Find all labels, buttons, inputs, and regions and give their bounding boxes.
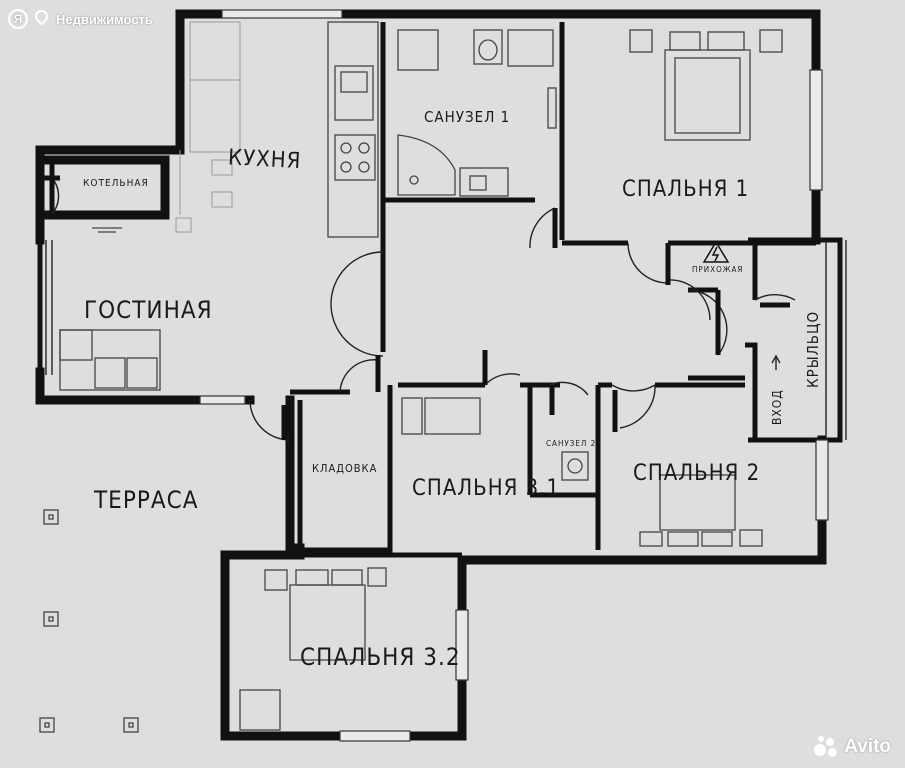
label-bathroom1: САНУЗЕЛ 1 — [424, 108, 510, 126]
label-bedroom1: СПАЛЬНЯ 1 — [622, 177, 749, 202]
label-kitchen: КУХНЯ — [227, 145, 302, 174]
avito-logo-icon — [814, 736, 840, 758]
avito-watermark: Avito — [814, 736, 891, 758]
bedroom1-window — [809, 69, 823, 191]
tv-stand — [92, 227, 122, 233]
electric-hazard-icon — [702, 240, 730, 263]
toilet — [473, 29, 503, 65]
label-bedroom32: СПАЛЬНЯ 3.2 — [300, 643, 461, 671]
bedroom32-window-bottom — [339, 730, 411, 742]
bedroom2-window — [815, 439, 829, 521]
yandex-watermark: Я Недвижимость — [8, 9, 153, 29]
bath-sink — [459, 167, 509, 197]
bedroom32-window — [455, 609, 469, 681]
room-labels: КУХНЯ САНУЗЕЛ 1 СПАЛЬНЯ 1 КОТЕЛЬНАЯ ГОСТ… — [83, 108, 822, 671]
outer-walls — [35, 9, 847, 741]
living-window — [199, 395, 246, 405]
label-boiler: КОТЕЛЬНАЯ — [83, 178, 149, 189]
avito-name: Avito — [844, 736, 891, 757]
yandex-logo-icon: Я — [8, 9, 28, 29]
label-hall: ПРИХОЖАЯ — [692, 265, 743, 274]
kitchen-window — [221, 9, 343, 19]
kitchen-sink — [334, 65, 374, 121]
furniture — [39, 21, 783, 733]
label-terrace: ТЕРРАСА — [93, 486, 198, 514]
label-entrance: ВХОД — [770, 389, 784, 425]
label-bedroom2: СПАЛЬНЯ 2 — [633, 461, 760, 486]
windows — [199, 9, 829, 742]
kitchen-stove — [334, 134, 376, 181]
terrace-post — [123, 717, 139, 733]
label-bathroom2: САНУЗЕЛ 2 — [546, 439, 596, 448]
bed-bedroom2 — [659, 474, 736, 531]
entrance-arrow-icon — [771, 354, 781, 370]
location-pin-icon — [32, 9, 52, 29]
terrace-post — [39, 717, 55, 733]
doors — [44, 150, 796, 441]
bath2-sink — [561, 451, 589, 481]
label-porch: КРЫЛЬЦО — [804, 311, 822, 388]
corner-shower — [397, 134, 456, 196]
terrace-post — [43, 611, 59, 627]
label-storage: КЛАДОВКА — [312, 462, 377, 475]
label-living: ГОСТИНАЯ — [84, 296, 213, 324]
terrace-post — [43, 509, 59, 525]
site-name: Недвижимость — [56, 11, 153, 27]
label-bedroom31: СПАЛЬНЯ 3.1 — [412, 476, 560, 501]
yandex-mark: Я — [13, 12, 23, 26]
